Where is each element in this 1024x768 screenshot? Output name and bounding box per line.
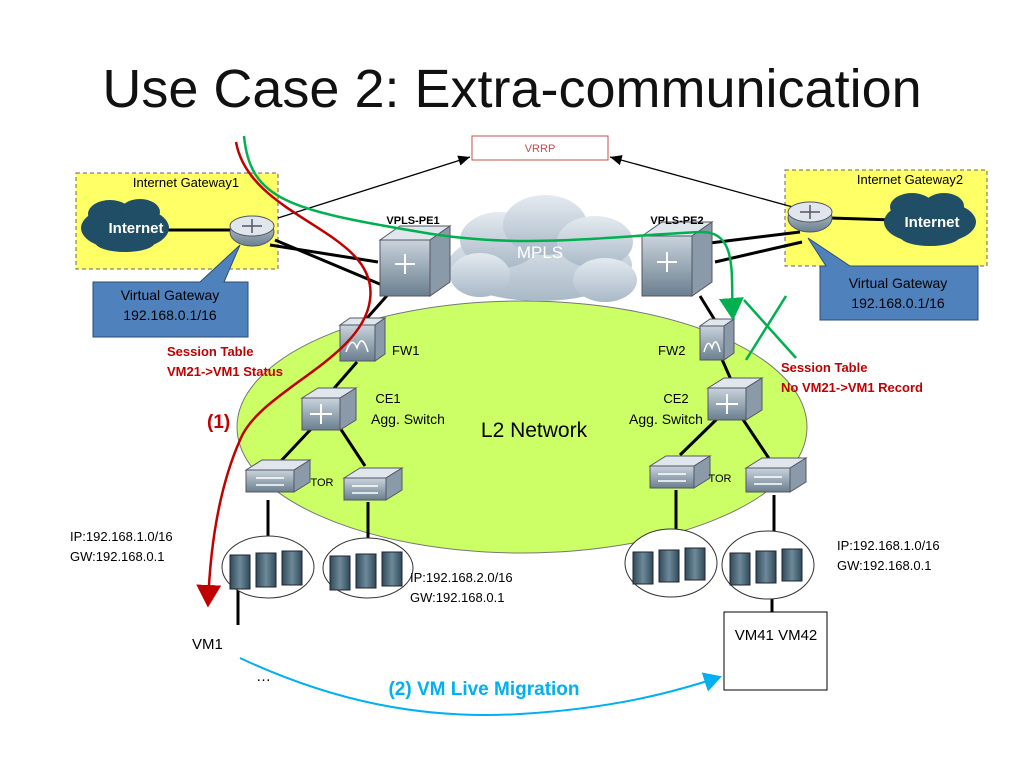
router-icon-gw1	[229, 215, 275, 247]
virtual-gateway-left-line2: 192.168.0.1/16	[123, 307, 217, 323]
right-ip-line1: IP:192.168.1.0/16	[837, 538, 940, 553]
blocked-x-mark	[743, 295, 797, 361]
server-group-4	[721, 530, 815, 600]
ce1-label-line2: Agg. Switch	[371, 411, 445, 427]
vrrp-box	[471, 135, 609, 161]
mpls-cloud	[448, 195, 637, 302]
ce2-label-line2: Agg. Switch	[629, 411, 703, 427]
red-flow-path	[196, 141, 372, 608]
left-ip-line2: GW:192.168.0.1	[70, 549, 164, 564]
virtual-gateway-right-line2: 192.168.0.1/16	[851, 295, 945, 311]
slide-title: Use Case 2: Extra-communication	[102, 59, 922, 119]
ce1-switch-icon	[300, 387, 358, 431]
mid-ip-line2: GW:192.168.0.1	[410, 590, 504, 605]
internet-label-left: Internet	[108, 220, 163, 237]
server-group-3	[624, 528, 718, 598]
mid-ip-line1: IP:192.168.2.0/16	[410, 570, 513, 585]
session-table-left-line1: Session Table	[167, 344, 253, 359]
pe1-label: VPLS-PE1	[386, 215, 439, 227]
pe2-label: VPLS-PE2	[650, 215, 703, 227]
step-1-label: (1)	[207, 412, 230, 433]
vm-box	[723, 611, 828, 691]
right-ip-line2: GW:192.168.0.1	[837, 558, 931, 573]
virtual-gateway-callout-right	[807, 237, 979, 321]
internet-gateway2-label: Internet Gateway2	[857, 172, 963, 187]
tor-switch-icon-1	[244, 459, 312, 493]
arrow-gw1-to-vrrp	[277, 155, 471, 219]
internet-label-right: Internet	[904, 214, 959, 231]
ce2-switch-icon	[706, 377, 764, 421]
tor-label-right: TOR	[708, 473, 731, 485]
server-group-1	[221, 535, 315, 599]
step-2-label: (2) VM Live Migration	[388, 679, 579, 700]
vm-migration-arrow	[239, 657, 722, 717]
tor-switch-icon-4	[744, 457, 808, 493]
vrrp-label: VRRP	[525, 143, 556, 155]
router-icon-gw2	[787, 201, 833, 233]
mpls-label: MPLS	[517, 243, 563, 262]
tor-label-left: TOR	[310, 477, 333, 489]
l2-network-label: L2 Network	[481, 419, 588, 442]
server-group-2	[322, 537, 414, 599]
tor-switch-icon-3	[648, 455, 712, 489]
fw1-icon	[338, 317, 387, 362]
vm-box-label: VM41 VM42	[735, 627, 818, 644]
ce1-label-line1: CE1	[375, 391, 400, 406]
ce2-label-line1: CE2	[663, 391, 688, 406]
pe1-router-icon	[378, 225, 452, 297]
fw2-icon	[698, 318, 736, 361]
virtual-gateway-right-line1: Virtual Gateway	[849, 275, 948, 291]
virtual-gateway-left-line1: Virtual Gateway	[121, 287, 220, 303]
left-ip-line1: IP:192.168.1.0/16	[70, 529, 173, 544]
vm1-label: VM1	[192, 636, 223, 653]
internet-cloud-left	[81, 199, 169, 252]
tor-switch-icon-2	[342, 467, 404, 501]
green-flow-path	[242, 135, 744, 321]
virtual-gateway-callout-left	[92, 244, 249, 338]
fw1-label: FW1	[392, 343, 419, 358]
ellipsis-label: …	[256, 668, 271, 685]
pe2-router-icon	[640, 221, 714, 297]
session-table-right-line1: Session Table	[781, 360, 867, 375]
session-table-left-line2: VM21->VM1 Status	[167, 364, 283, 379]
fw2-label: FW2	[658, 343, 685, 358]
internet-gateway1-label: Internet Gateway1	[133, 175, 239, 190]
internet-cloud-right	[884, 193, 976, 246]
arrow-gw2-to-vrrp	[609, 155, 801, 210]
session-table-right-line2: No VM21->VM1 Record	[781, 380, 923, 395]
